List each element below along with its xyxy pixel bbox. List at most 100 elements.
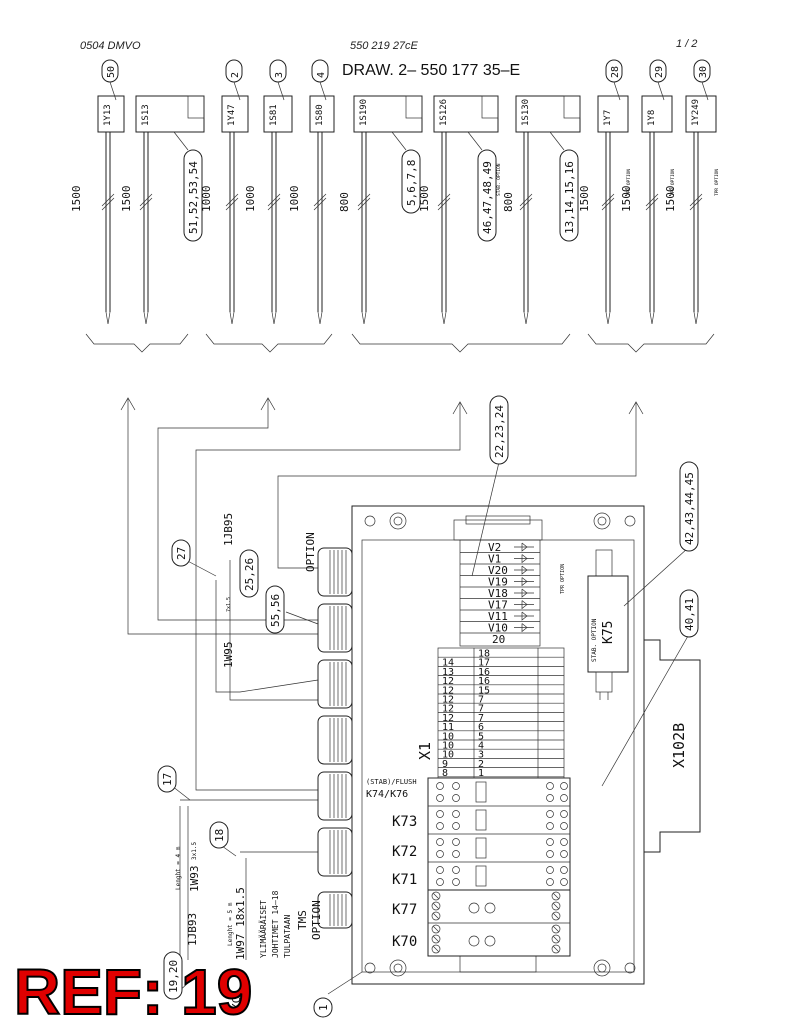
screw-slot bbox=[552, 902, 560, 910]
callout-leader bbox=[233, 81, 241, 101]
callout-22-23-24 bbox=[489, 395, 509, 465]
callout-text: 5,6,7,8 bbox=[405, 160, 418, 206]
callout-1-text: 1 bbox=[317, 1004, 330, 1011]
callout-text: 51,52,53,54 bbox=[187, 161, 200, 234]
terminal-left-label: 12 bbox=[442, 704, 454, 715]
cable-length: 1500 bbox=[70, 186, 83, 213]
terminal-left-label: 9 bbox=[442, 759, 448, 770]
sensor-body bbox=[135, 95, 205, 133]
sensor-1s81: 1S81 1000 3 bbox=[244, 59, 293, 325]
cut-mark bbox=[519, 193, 533, 207]
cable-length: 1500 bbox=[120, 186, 133, 213]
callout-text: 50 bbox=[106, 66, 117, 78]
cut-mark bbox=[437, 197, 451, 211]
screw-terminal bbox=[560, 810, 568, 818]
sensor-body bbox=[641, 95, 673, 133]
terminal-right-label: 18 bbox=[478, 649, 490, 660]
screw-slot bbox=[552, 912, 560, 920]
screw-terminal bbox=[546, 850, 554, 858]
gland-body bbox=[317, 891, 353, 929]
cable-glands bbox=[317, 547, 353, 929]
grouping-braces bbox=[85, 333, 715, 353]
callout-leader bbox=[467, 131, 483, 151]
callout-42-45-text: 42,43,44,45 bbox=[683, 472, 696, 545]
screw-terminal bbox=[551, 934, 561, 944]
screw-terminal bbox=[436, 794, 444, 802]
doc-code-left: 0504 DMVO bbox=[80, 40, 141, 52]
cable-gland bbox=[317, 603, 353, 653]
callout-text: 46,47,48,49 bbox=[481, 161, 494, 234]
callout-text: 13,14,15,16 bbox=[563, 161, 576, 234]
screw-terminal bbox=[452, 822, 460, 830]
diode-terminal-label: V2 bbox=[488, 541, 501, 554]
sensor-label: 1S80 bbox=[315, 104, 325, 126]
cut-mark bbox=[601, 197, 615, 211]
option-note: TPR OPTION bbox=[714, 169, 720, 196]
option-label: OPTION bbox=[304, 532, 317, 572]
tms-option-label: OPTION bbox=[310, 900, 323, 940]
cut-mark bbox=[225, 193, 239, 207]
screw-slot bbox=[552, 945, 560, 953]
diode-symbol bbox=[521, 611, 528, 621]
screw-terminal bbox=[468, 902, 480, 914]
sensor-body bbox=[515, 95, 581, 133]
screw-terminal bbox=[560, 878, 568, 886]
screw-terminal bbox=[546, 810, 554, 818]
harness-arrows bbox=[120, 397, 644, 960]
note-line-3: TULPATAAN bbox=[283, 914, 292, 958]
sensor-body bbox=[97, 95, 125, 133]
callout-leader bbox=[173, 131, 189, 151]
screw-slot bbox=[552, 892, 560, 900]
diode-terminal-label: V10 bbox=[488, 622, 508, 635]
diode-symbol bbox=[521, 588, 528, 598]
sensor-label: 1S130 bbox=[521, 99, 531, 126]
screw-terminal bbox=[431, 924, 441, 934]
screw-terminal bbox=[546, 866, 554, 874]
screw-slot bbox=[552, 925, 560, 933]
terminal-right-label: 17 bbox=[478, 658, 490, 669]
screw-terminal bbox=[560, 782, 568, 790]
cut-mark bbox=[645, 193, 659, 207]
sensor-label: 1S81 bbox=[269, 104, 279, 126]
diode-symbol bbox=[521, 565, 528, 575]
screw-terminal bbox=[431, 944, 441, 954]
relay-contact bbox=[475, 865, 487, 887]
callout-text: 3 bbox=[274, 72, 285, 78]
terminal-left-label: 8 bbox=[442, 768, 448, 779]
xc-label: XC bbox=[230, 997, 243, 1010]
callout-bubble bbox=[401, 149, 421, 214]
diode-terminal-label: V20 bbox=[488, 564, 508, 577]
cut-mark bbox=[357, 197, 371, 211]
k74-label: K74/K76 bbox=[366, 789, 408, 800]
cut-mark bbox=[357, 193, 371, 207]
screw-slot bbox=[432, 892, 440, 900]
sensor-body bbox=[597, 95, 629, 133]
terminal-right-label: 15 bbox=[478, 685, 490, 696]
diode-symbol bbox=[521, 577, 528, 587]
callout-leader bbox=[549, 131, 565, 151]
cut-mark bbox=[689, 197, 703, 211]
terminal-left-label: 12 bbox=[442, 676, 454, 687]
cut-mark bbox=[101, 197, 115, 211]
connector-pin bbox=[605, 311, 611, 325]
connector-pin bbox=[271, 311, 277, 325]
cable-length: 1000 bbox=[244, 186, 257, 213]
gland-body bbox=[317, 547, 353, 597]
option-note: STAB. OPTION bbox=[496, 163, 502, 196]
screw-terminal bbox=[436, 810, 444, 818]
screw-terminal bbox=[551, 944, 561, 954]
cut-mark bbox=[601, 193, 615, 207]
terminal-left-label: 10 bbox=[442, 750, 454, 761]
k75-module: K75 STAB. OPTION TPR OPTION bbox=[560, 549, 629, 700]
sensor-tab bbox=[563, 95, 581, 119]
cable-length: 1500 bbox=[418, 186, 431, 213]
terminal-left-label: 12 bbox=[442, 685, 454, 696]
cable-length: 1500 bbox=[620, 186, 633, 213]
cable-gland bbox=[317, 659, 353, 709]
cut-mark bbox=[267, 197, 281, 211]
